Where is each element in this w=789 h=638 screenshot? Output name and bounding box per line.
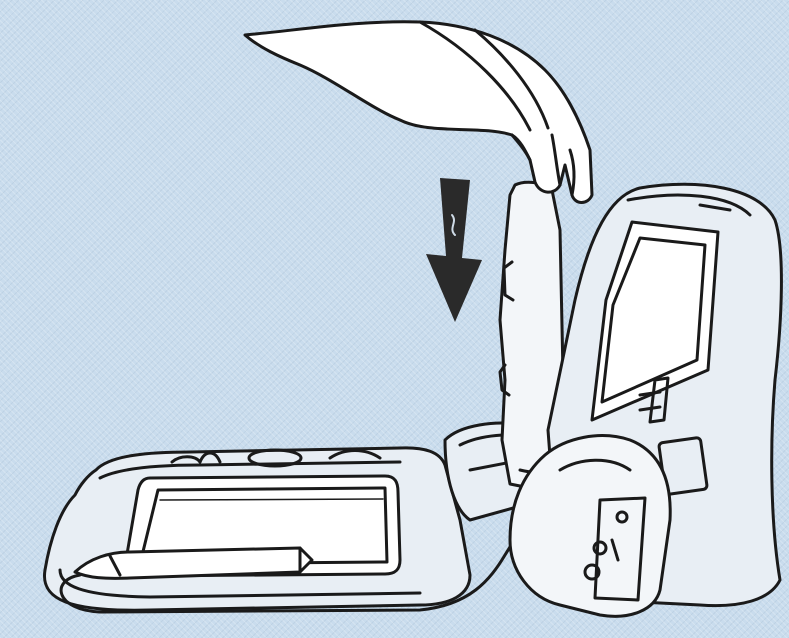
stylus xyxy=(75,548,312,578)
down-arrow-icon xyxy=(426,178,482,322)
front-housing xyxy=(510,436,670,617)
hand-illustration xyxy=(245,22,592,203)
